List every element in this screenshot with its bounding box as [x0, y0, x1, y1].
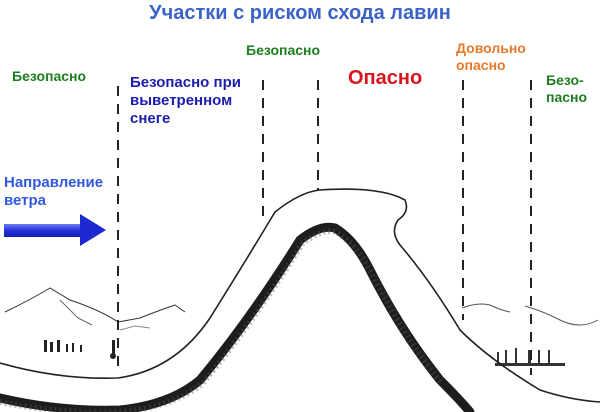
- zone-label-dangerous: Опасно: [348, 67, 423, 89]
- label-line: пасно: [546, 88, 588, 105]
- label-line: опасно: [456, 56, 506, 73]
- wind-arrow-icon: [4, 214, 106, 246]
- label-line: Безопасно при: [130, 74, 241, 91]
- label-line: выветренном: [130, 92, 233, 109]
- label-line: ветра: [4, 192, 47, 209]
- zone-dividers: [117, 80, 532, 375]
- ground-band: [0, 222, 475, 412]
- zone-label-safe-right: Безо- пасно: [546, 72, 587, 106]
- zone-label-safe-windblown: Безопасно при выветренном снеге: [130, 74, 241, 128]
- label-line: Безо-: [546, 72, 584, 88]
- zone-label-safe-left: Безопасно: [12, 68, 87, 84]
- diagram-title: Участки с риском схода лавин: [149, 2, 451, 24]
- background-hills-right: [461, 303, 599, 366]
- label-line: снеге: [130, 110, 171, 127]
- zone-label-fairly-dangerous: Довольно опасно: [456, 40, 526, 74]
- zone-label-safe-top: Безопасно: [246, 42, 321, 58]
- wind-direction-label: Направление ветра: [4, 174, 103, 210]
- snow-surface: [0, 188, 600, 403]
- background-hills-left: [4, 287, 186, 359]
- label-line: Направление: [4, 174, 104, 191]
- label-line: Довольно: [456, 40, 526, 56]
